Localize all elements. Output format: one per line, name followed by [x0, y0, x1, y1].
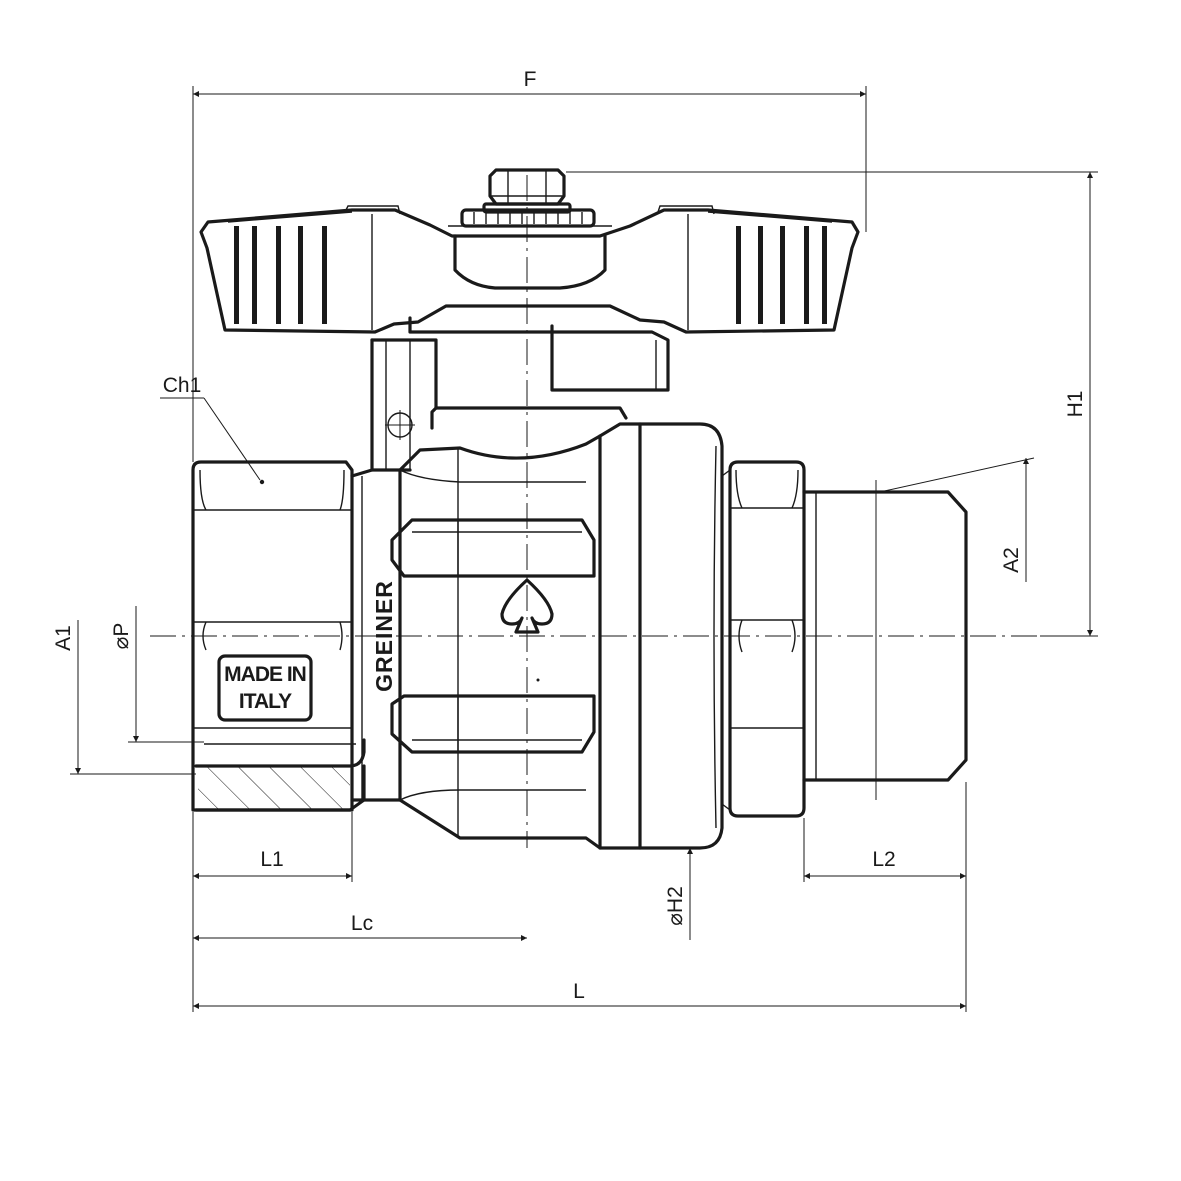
plate-text-line1: MADE IN	[224, 663, 306, 686]
dim-Lc: Lc	[351, 912, 373, 935]
washer-teeth	[473, 212, 583, 224]
nameplate	[217, 654, 313, 722]
brand-text: GREINER	[371, 580, 397, 692]
male-thread-end	[802, 480, 968, 800]
dim-A1: A1	[52, 625, 75, 651]
dim-F: F	[524, 68, 537, 91]
dim-P: P	[110, 623, 133, 637]
dim-H2-diameter-symbol: ⌀	[664, 913, 687, 926]
right-grip-ribs	[736, 226, 827, 324]
svg-text:⌀P: ⌀P	[110, 623, 133, 650]
dim-H2: H2	[664, 886, 687, 913]
dim-Ch1: Ch1	[163, 374, 202, 397]
dim-H1: H1	[1064, 391, 1087, 418]
center-lines	[150, 175, 1040, 848]
dim-L: L	[573, 980, 585, 1003]
right-hex	[728, 460, 806, 818]
dimension-lines: F H1 A2 A1 ⌀P Ch1 L1 Lc	[52, 68, 1098, 1012]
svg-text:⌀H2: ⌀H2	[664, 886, 687, 926]
dim-L1: L1	[260, 848, 283, 871]
left-neck: GREINER	[350, 468, 412, 802]
spade-logo-icon	[500, 578, 554, 634]
plate-text-line2: ITALY	[239, 690, 292, 713]
left-hex-end: MADE IN ITALY	[191, 460, 366, 812]
valve-body	[390, 422, 642, 850]
butterfly-handle	[199, 168, 860, 392]
left-grip-ribs	[234, 226, 327, 324]
stem-neck	[370, 338, 628, 472]
dim-L2: L2	[872, 848, 895, 871]
dim-A2: A2	[1000, 547, 1023, 573]
dim-P-diameter-symbol: ⌀	[110, 637, 133, 650]
